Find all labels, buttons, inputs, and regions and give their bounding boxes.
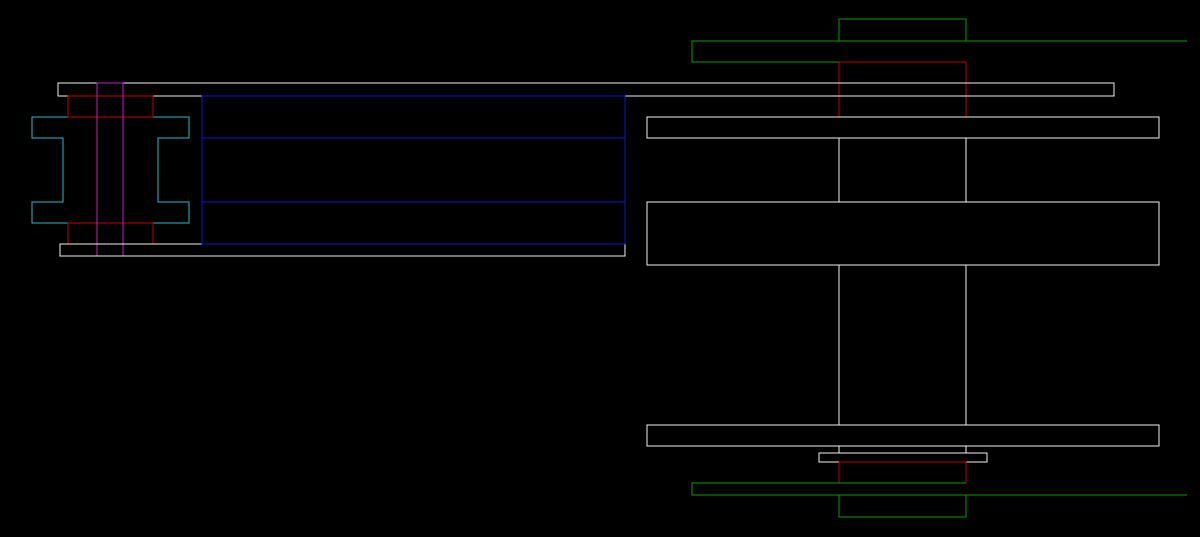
right-upper-plate [646,116,1160,139]
top-green-cap [838,18,967,42]
bottom-washer [818,452,988,463]
left-red-cap-top [67,95,154,118]
top-red-bushing-upper [838,61,967,118]
top-long-bar [57,82,1115,97]
bottom-green-flange [691,482,1187,518]
right-vertical-shaft [838,138,967,453]
bottom-green-plate [691,482,1187,496]
bottom-green-cap [838,495,967,518]
blue-coil-outline [201,95,626,245]
left-red-cap-bottom [67,222,154,245]
top-green-flange [691,18,1187,63]
left-magenta-pin [96,82,124,257]
left-cyan-spool [31,116,190,224]
bottom-red-bushing [839,461,967,484]
top-green-plate [691,40,1187,63]
right-lower-plate [646,424,1160,447]
blue-coil-block [201,95,626,245]
top-red-bushing [838,61,967,118]
right-middle-plate [646,201,1160,266]
left-bottom-bar [59,243,626,257]
